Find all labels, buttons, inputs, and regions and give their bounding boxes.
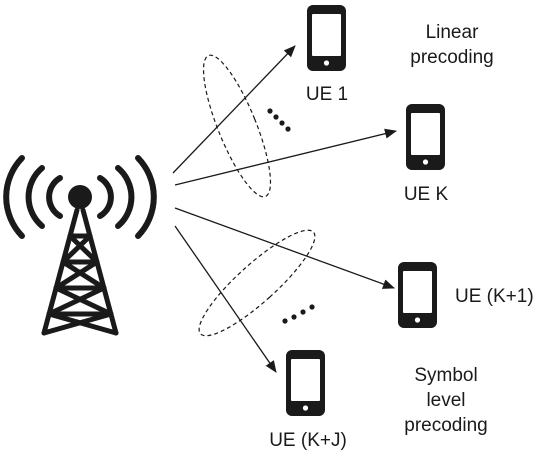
linear-precoding-group-ellipse	[202, 54, 272, 198]
ue1-label: UE 1	[305, 84, 349, 105]
radio-wave-left-3	[3, 155, 25, 239]
beam-arrow-uekj	[174, 225, 277, 373]
linear-precoding-label: Linear precoding	[392, 20, 512, 70]
smartphone-icon-uek1	[398, 262, 437, 328]
uekj-label: UE (K+J)	[269, 430, 347, 451]
smartphone-icon-uek	[406, 104, 445, 170]
uek-label: UE K	[403, 184, 449, 205]
radio-wave-right-3	[135, 155, 157, 239]
beam-arrows	[172, 45, 397, 373]
radio-wave-left-2	[25, 165, 45, 229]
cell-tower-icon	[3, 155, 157, 336]
tower-lattice	[41, 207, 119, 336]
radio-wave-right-2	[115, 165, 135, 229]
symbol-level-precoding-label-line3: precoding	[404, 415, 488, 436]
symbol-level-precoding-group-ellipse	[198, 229, 316, 337]
symbol-level-precoding-label-line1: Symbol	[414, 365, 478, 386]
beam-arrow-uek1	[174, 207, 395, 289]
more-users-dots-bottom	[282, 304, 315, 324]
antenna-head	[68, 185, 92, 209]
radio-wave-left-1	[46, 175, 63, 219]
beam-arrow-uek	[174, 128, 397, 186]
smartphone-icon-ue1	[307, 5, 346, 71]
radio-wave-right-1	[97, 175, 114, 219]
beam-arrow-ue1	[172, 45, 296, 174]
linear-precoding-label-line1: Linear	[425, 22, 479, 43]
smartphone-icon-uekj	[286, 350, 325, 416]
symbol-level-precoding-label: Symbol level precoding	[386, 363, 506, 438]
symbol-level-precoding-label-line2: level	[426, 390, 466, 411]
more-users-dots-top	[267, 108, 291, 132]
uek1-label: UE (K+1)	[455, 286, 534, 307]
linear-precoding-label-line2: precoding	[410, 47, 494, 68]
